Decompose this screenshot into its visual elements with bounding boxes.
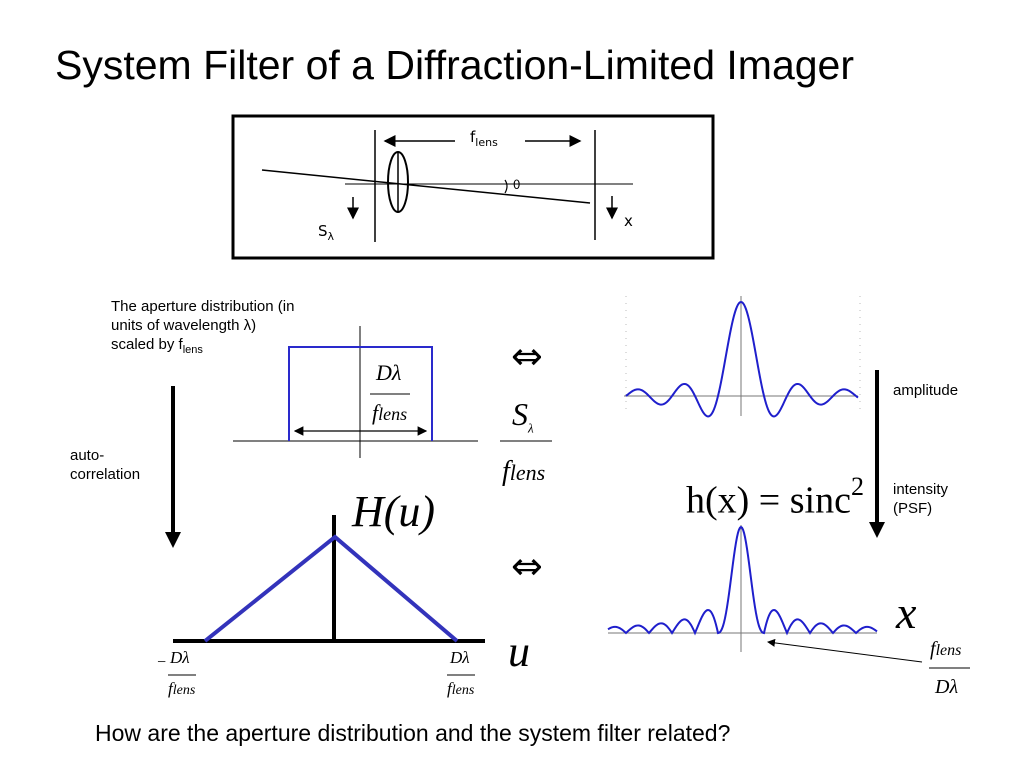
aperture-note-line2: units of wavelength λ) bbox=[111, 317, 257, 334]
left-flens: flens bbox=[168, 679, 196, 698]
x-axis-label: x bbox=[896, 587, 917, 638]
psf-equation-text: h(x) = sinc bbox=[686, 479, 851, 522]
zero-flens: flens bbox=[930, 638, 962, 660]
intensity-plot bbox=[607, 525, 878, 652]
mtf-triangle bbox=[203, 534, 459, 643]
right-dlambda: Dλ bbox=[450, 648, 470, 667]
intensity-line1: intensity bbox=[893, 481, 949, 498]
angle-arc bbox=[504, 179, 508, 194]
amplitude-plot bbox=[624, 296, 861, 418]
aperture-note-line1: The aperture distribution (in bbox=[111, 298, 295, 315]
left-minus-sign: − bbox=[156, 654, 167, 671]
psf-exponent: 2 bbox=[850, 472, 864, 501]
right-flens: flens bbox=[447, 679, 475, 698]
autocorr-line1: auto- bbox=[70, 447, 105, 464]
amp-to-int-arrow-head bbox=[869, 522, 885, 538]
aperture-dlambda: Dλ bbox=[376, 360, 402, 385]
aperture-plot bbox=[233, 326, 478, 458]
sinc-squared-curve bbox=[607, 525, 878, 636]
autocorr-arrow-head bbox=[165, 532, 181, 548]
first-zero-pointer bbox=[767, 638, 923, 663]
zero-dlambda: Dλ bbox=[935, 676, 959, 698]
equivalence-bottom-icon: ⇔ bbox=[511, 544, 543, 588]
chief-ray bbox=[261, 169, 591, 204]
sinc-amplitude-curve bbox=[625, 300, 859, 418]
equivalence-top-icon: ⇔ bbox=[511, 334, 543, 378]
intensity-line2: (PSF) bbox=[893, 500, 933, 517]
optics-sketch bbox=[231, 114, 715, 260]
psf-equation: h(x) = sinc2 bbox=[686, 472, 864, 523]
left-dlambda: Dλ bbox=[170, 648, 190, 667]
u-axis-label: u bbox=[508, 627, 530, 676]
page-title: System Filter of a Diffraction-Limited I… bbox=[55, 42, 854, 88]
aperture-flens: flens bbox=[372, 400, 408, 425]
intensity-note: intensity (PSF) bbox=[893, 480, 948, 518]
aperture-rect bbox=[288, 346, 433, 441]
sketch-frame bbox=[231, 114, 715, 260]
question-text: How are the aperture distribution and th… bbox=[95, 720, 731, 746]
amplitude-note: amplitude bbox=[893, 382, 959, 399]
h-of-u-label: H(u) bbox=[352, 487, 436, 536]
sketch-x-label: x bbox=[624, 212, 633, 230]
sketch-flens-label: flens bbox=[470, 128, 498, 149]
autocorrelation-note: auto- correlation bbox=[70, 446, 140, 484]
aperture-note: The aperture distribution (in units of w… bbox=[111, 297, 371, 360]
sketch-theta-label: θ bbox=[513, 178, 521, 192]
autocorr-line2: correlation bbox=[70, 466, 141, 483]
s-flens-label: flens bbox=[502, 456, 546, 487]
sketch-s-label: Sλ bbox=[318, 222, 335, 243]
aperture-note-line3: scaled by flens bbox=[111, 336, 203, 356]
mtf-plot bbox=[168, 515, 485, 676]
s-lambda-label: Sλ bbox=[512, 396, 534, 436]
